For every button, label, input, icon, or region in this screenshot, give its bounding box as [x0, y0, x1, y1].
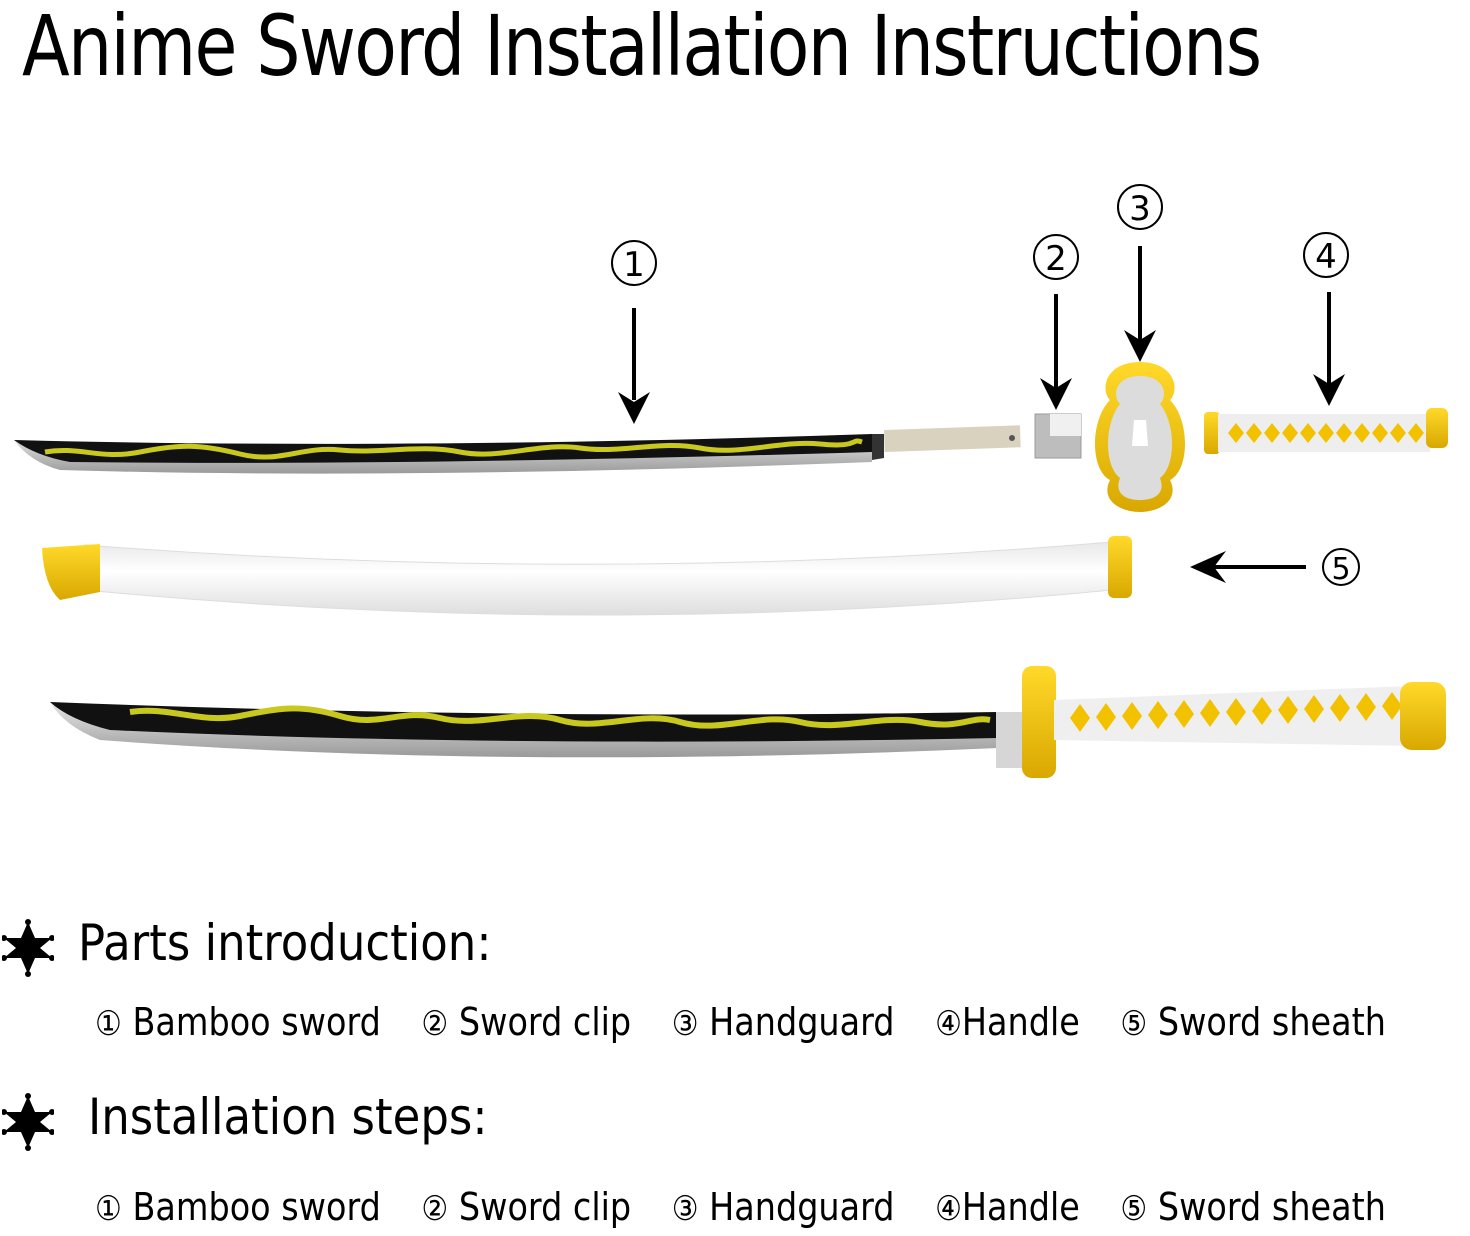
parts-item-handle: ④Handle	[935, 1000, 1080, 1044]
blade-tang	[884, 425, 1021, 452]
parts-item-bamboo-sword: ① Bamboo sword	[95, 1000, 381, 1044]
part-sword-sheath	[42, 536, 1132, 616]
parts-item-sword-sheath: ⑤ Sword sheath	[1120, 1000, 1386, 1044]
callout-1: 1	[611, 240, 657, 424]
handle-diamonds	[1228, 423, 1424, 443]
callout-number: 5	[1331, 552, 1350, 587]
assembled-handle-cap	[1400, 682, 1446, 750]
page-title: Anime Sword Installation Instructions	[22, 0, 1262, 95]
parts-item-sword-clip: ② Sword clip	[421, 1000, 632, 1044]
callout-circle	[1322, 548, 1360, 586]
callout-4: 4	[1303, 232, 1349, 406]
assembled-sword	[50, 666, 1446, 778]
assembled-flame-pattern	[129, 705, 991, 729]
sheath-body	[84, 541, 1113, 616]
parts-heading: Parts introduction:	[78, 914, 492, 972]
callout-number: 2	[1045, 239, 1067, 279]
sheath-end-cap	[42, 544, 100, 600]
sheath-mouth	[1108, 536, 1132, 598]
assembled-handguard	[1022, 666, 1056, 778]
callout-number: 1	[623, 245, 645, 285]
handle-cap	[1426, 408, 1448, 448]
callout-5: 5	[1190, 548, 1360, 587]
callout-circle	[1117, 184, 1163, 230]
arrow-head-icon	[1124, 330, 1156, 362]
part-bamboo-sword	[14, 425, 1021, 474]
tsuba-slot	[1132, 420, 1148, 446]
steps-item-sword-sheath: ⑤ Sword sheath	[1120, 1185, 1386, 1229]
callout-3: 3	[1117, 184, 1163, 362]
arrow-head-icon	[618, 392, 650, 424]
parts-item-handguard: ③ Handguard	[671, 1000, 895, 1044]
callout-circle	[1033, 234, 1079, 280]
tang-hole	[1009, 435, 1015, 441]
arrow-head-icon	[1190, 551, 1226, 583]
arrow-head-icon	[1313, 374, 1345, 406]
part-sword-clip	[1034, 413, 1082, 459]
steps-item-bamboo-sword: ① Bamboo sword	[95, 1185, 381, 1229]
steps-item-handle: ④Handle	[935, 1185, 1080, 1229]
handle-collar	[1204, 412, 1220, 454]
parts-list: ① Bamboo sword ② Sword clip ③ Handguard …	[95, 1000, 1416, 1044]
sword-diagram: 1 2 3 4 5	[14, 184, 1448, 778]
arrow-head-icon	[1040, 378, 1072, 410]
assembled-handle-diamonds	[1070, 692, 1402, 732]
sheriff-star-icon	[2, 919, 54, 977]
blade-habaki	[872, 434, 884, 460]
sheriff-star-icon	[2, 1093, 54, 1151]
steps-list: ① Bamboo sword ② Sword clip ③ Handguard …	[95, 1185, 1416, 1229]
part-handle	[1204, 408, 1448, 454]
callout-2: 2	[1033, 234, 1079, 410]
callout-number: 3	[1129, 189, 1151, 229]
blade-flame-pattern	[44, 438, 863, 460]
callout-circle	[1303, 232, 1349, 278]
steps-item-handguard: ③ Handguard	[671, 1185, 895, 1229]
part-handguard	[1095, 362, 1185, 512]
callout-circle	[611, 240, 657, 286]
steps-heading: Installation steps:	[88, 1088, 488, 1146]
clip-highlight	[1050, 414, 1081, 436]
assembled-blade-black	[50, 702, 998, 742]
callout-number: 4	[1315, 237, 1337, 277]
steps-item-sword-clip: ② Sword clip	[421, 1185, 632, 1229]
assembled-habaki	[996, 712, 1026, 768]
